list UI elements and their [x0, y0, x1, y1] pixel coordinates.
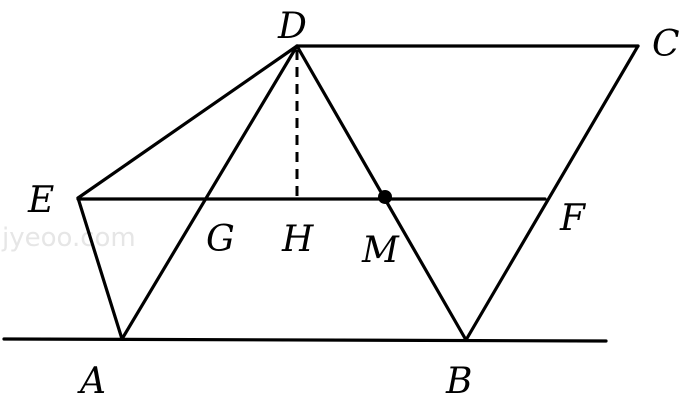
segment-ad: [120, 44, 299, 341]
segment-de: [76, 44, 299, 200]
base-line: [2, 337, 608, 343]
watermark: jyeoo.com: [1, 223, 136, 253]
label-d: D: [277, 6, 307, 47]
label-h: H: [281, 219, 314, 260]
label-a: A: [77, 361, 106, 400]
label-c: C: [652, 24, 680, 65]
label-g: G: [206, 219, 235, 260]
segment-ea: [76, 196, 124, 341]
segment-cb: [464, 44, 640, 342]
label-m: M: [361, 230, 400, 271]
label-b: B: [445, 361, 472, 400]
label-f: F: [559, 198, 587, 239]
point-m-dot: [378, 190, 392, 204]
label-e: E: [27, 180, 54, 221]
